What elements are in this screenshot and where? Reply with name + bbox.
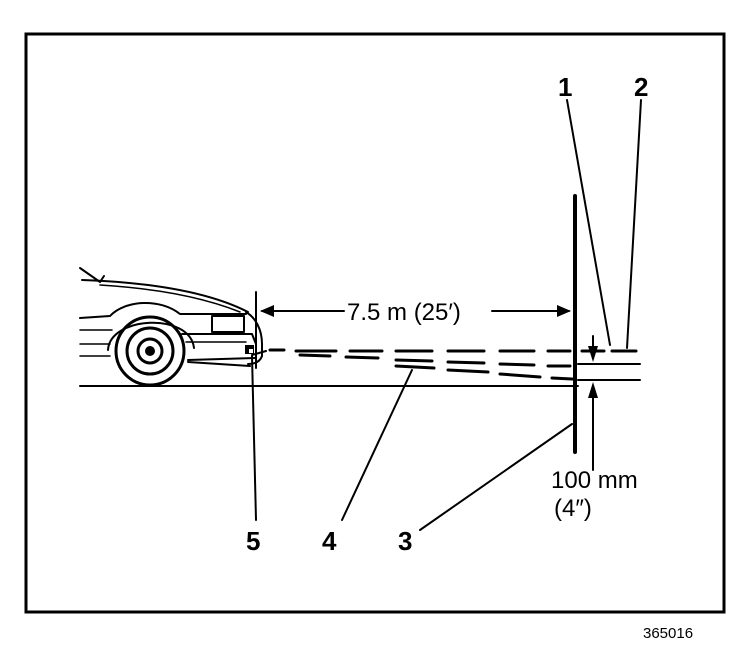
beam-upper-dashed xyxy=(268,348,638,353)
figure-code: 365016 xyxy=(643,625,693,642)
drop-imperial-label: (4″) xyxy=(554,495,592,522)
callout-2: 2 xyxy=(634,72,648,102)
figure-frame xyxy=(24,32,726,614)
callout-leaders xyxy=(251,99,642,531)
distance-label: 7.5 m (25′) xyxy=(347,299,461,326)
beam-lower-dashed xyxy=(394,364,574,381)
callout-5: 5 xyxy=(246,526,260,556)
callout-3: 3 xyxy=(398,526,412,556)
distance-dimension xyxy=(260,305,571,317)
drop-metric-label: 100 mm xyxy=(551,467,638,494)
vehicle-front xyxy=(79,267,267,387)
beam-middle-dashed xyxy=(298,353,572,368)
drop-dimension-arrows xyxy=(588,335,598,471)
callout-1: 1 xyxy=(558,72,572,102)
callout-4: 4 xyxy=(322,526,337,556)
